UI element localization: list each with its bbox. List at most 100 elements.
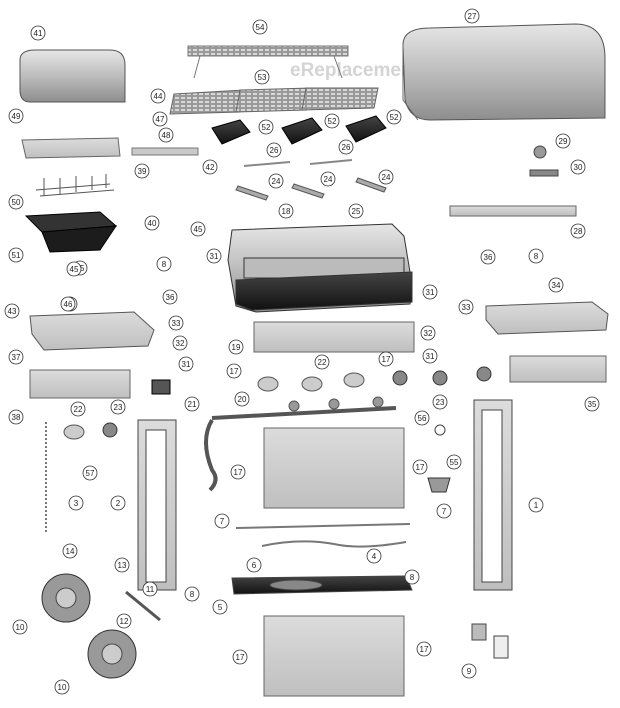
callout-number: 45 [70, 265, 79, 274]
callout-number: 32 [176, 339, 185, 348]
callout-11: 11 [142, 581, 158, 597]
callout-circle [226, 363, 242, 379]
callout-circle [436, 503, 452, 519]
callout-number: 7 [442, 507, 447, 516]
callout-number: 53 [258, 73, 267, 82]
callout-circle [190, 221, 206, 237]
callout-number: 33 [462, 303, 471, 312]
part-41-side-burner-lid [19, 49, 126, 103]
callout-number: 52 [390, 113, 399, 122]
callout-circle [134, 163, 150, 179]
callout-45: 45 [66, 261, 82, 277]
callout-30: 30 [570, 159, 586, 175]
part-21-ignitor-module [151, 379, 171, 395]
callout-26: 26 [338, 139, 354, 155]
callout-number: 5 [218, 603, 223, 612]
callout-circle [386, 109, 402, 125]
part-18-firebox [227, 223, 413, 313]
callout-circle [110, 495, 126, 511]
callout-8: 8 [184, 586, 200, 602]
part-38-left-panel [29, 369, 131, 399]
callout-7: 7 [436, 503, 452, 519]
callout-circle [162, 289, 178, 305]
callout-23: 23 [110, 399, 126, 415]
callout-circle [8, 247, 24, 263]
callout-31: 31 [422, 284, 438, 300]
part-55-grease-cup [427, 477, 451, 493]
callout-42: 42 [202, 159, 218, 175]
callout-24: 24 [268, 173, 284, 189]
callout-38: 38 [8, 409, 24, 425]
callout-10: 10 [54, 679, 70, 695]
callout-number: 8 [162, 260, 167, 269]
callout-circle [378, 169, 394, 185]
part-34-right-shelf [485, 301, 609, 335]
callout-25: 25 [348, 203, 364, 219]
part-9-caster [471, 623, 487, 641]
callout-circle [178, 356, 194, 372]
callout-8: 8 [156, 256, 172, 272]
part-11-axle [125, 590, 161, 622]
callout-28: 28 [570, 223, 586, 239]
part-29-knob [533, 145, 547, 159]
callout-circle [232, 649, 248, 665]
callout-number: 23 [436, 398, 445, 407]
callout-8: 8 [404, 569, 420, 585]
callout-circle [114, 557, 130, 573]
part-42-hood-bar [131, 147, 199, 156]
callout-33: 33 [458, 299, 474, 315]
callout-53: 53 [254, 69, 270, 85]
callout-number: 22 [74, 405, 83, 414]
callout-number: 54 [256, 23, 265, 32]
callout-number: 35 [588, 400, 597, 409]
callout-number: 31 [426, 288, 435, 297]
callout-number: 17 [382, 355, 391, 364]
callout-circle [8, 409, 24, 425]
callout-number: 43 [8, 307, 17, 316]
callout-number: 36 [484, 253, 493, 262]
callout-number: 19 [232, 343, 241, 352]
part-35-right-panel [509, 355, 607, 383]
callout-circle [266, 142, 282, 158]
callout-31: 31 [206, 248, 222, 264]
callout-22: 22 [70, 401, 86, 417]
callout-circle [555, 133, 571, 149]
callout-circle [422, 284, 438, 300]
callout-circle [422, 348, 438, 364]
callout-31: 31 [422, 348, 438, 364]
part-50-side-grate [35, 174, 115, 197]
callout-7: 7 [214, 513, 230, 529]
callout-9: 9 [461, 663, 477, 679]
callout-40: 40 [144, 215, 160, 231]
callout-number: 6 [252, 561, 257, 570]
part-2-left-frame [137, 419, 177, 591]
callout-circle [60, 296, 76, 312]
callout-1: 1 [528, 497, 544, 513]
callout-number: 50 [12, 198, 21, 207]
callout-circle [152, 111, 168, 127]
callout-19: 19 [228, 339, 244, 355]
callout-circle [480, 249, 496, 265]
callout-47: 47 [152, 111, 168, 127]
callout-number: 4 [372, 552, 377, 561]
callout-number: 25 [352, 207, 361, 216]
callout-17: 17 [416, 641, 432, 657]
callout-number: 21 [188, 400, 197, 409]
callout-circle [168, 315, 184, 331]
callout-13: 13 [114, 557, 130, 573]
callout-number: 17 [420, 645, 429, 654]
callout-number: 24 [324, 175, 333, 184]
callout-44: 44 [150, 88, 166, 104]
callout-26: 26 [266, 142, 282, 158]
callout-17: 17 [226, 363, 242, 379]
callout-circle [420, 325, 436, 341]
callout-number: 39 [138, 167, 147, 176]
callout-31: 31 [178, 356, 194, 372]
callout-number: 44 [154, 92, 163, 101]
callout-17: 17 [230, 464, 246, 480]
callout-circle [584, 396, 600, 412]
callout-circle [158, 127, 174, 143]
part-10-wheel-right [87, 629, 137, 679]
callout-number: 32 [424, 329, 433, 338]
callout-number: 3 [74, 499, 79, 508]
